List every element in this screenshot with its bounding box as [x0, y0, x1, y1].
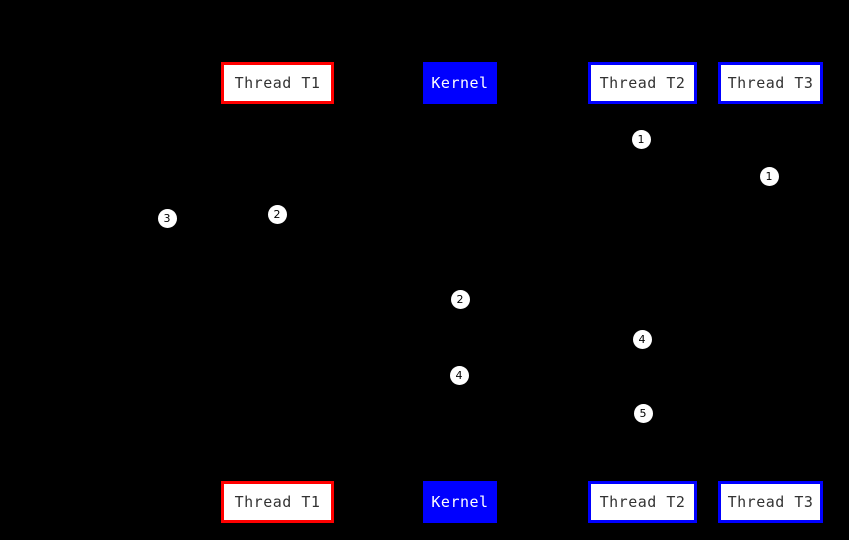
message-line-1 — [460, 160, 642, 161]
participant-label: Kernel — [431, 492, 489, 511]
participant-label: Thread T1 — [234, 73, 321, 92]
lifeline-t2 — [642, 104, 643, 481]
message-line-7 — [460, 434, 642, 435]
participant-t3-top[interactable]: Thread T3 — [718, 62, 823, 104]
message-arrowhead-5 — [453, 317, 460, 325]
participant-t3-bottom[interactable]: Thread T3 — [718, 481, 823, 523]
lifeline-t3 — [770, 104, 771, 481]
message-arrowhead-7 — [635, 431, 642, 439]
lifeline-tick-t1-bottom — [275, 477, 280, 481]
participant-t2-bottom[interactable]: Thread T2 — [588, 481, 697, 523]
step-badge-3: 3 — [157, 208, 177, 228]
step-badge-2: 1 — [759, 166, 779, 186]
lifeline-tick-t1-top — [275, 104, 280, 108]
message-line-3 — [167, 236, 277, 237]
message-line-6 — [460, 358, 642, 359]
message-arrowhead-2 — [460, 194, 467, 202]
message-arrowhead-4 — [277, 255, 284, 263]
participant-label: Thread T2 — [599, 492, 686, 511]
participant-label: Kernel — [431, 73, 489, 92]
participant-label: Thread T2 — [599, 73, 686, 92]
step-badge-5: 2 — [450, 289, 470, 309]
message-line-2 — [460, 197, 770, 198]
participant-kernel-top[interactable]: Kernel — [423, 62, 497, 104]
participant-label: Thread T1 — [234, 492, 321, 511]
step-badge-8: 5 — [633, 403, 653, 423]
participant-label: Thread T3 — [727, 73, 814, 92]
step-badge-7: 4 — [449, 365, 469, 385]
step-badge-1: 1 — [631, 129, 651, 149]
lifeline-tick-kernel-bottom — [458, 477, 463, 481]
lifeline-tick-t3-top — [768, 104, 773, 108]
lifeline-tick-t3-bottom — [768, 477, 773, 481]
lifeline-t1 — [277, 104, 278, 481]
message-arrowhead-1 — [460, 157, 467, 165]
participant-t1-top[interactable]: Thread T1 — [221, 62, 334, 104]
participant-t1-bottom[interactable]: Thread T1 — [221, 481, 334, 523]
lifeline-tick-t2-bottom — [640, 477, 645, 481]
message-line-5 — [277, 320, 460, 321]
lifeline-tick-kernel-top — [458, 104, 463, 108]
participant-t2-top[interactable]: Thread T2 — [588, 62, 697, 104]
message-line-4 — [277, 258, 460, 259]
message-arrowhead-3 — [167, 233, 174, 241]
participant-kernel-bottom[interactable]: Kernel — [423, 481, 497, 523]
step-badge-4: 2 — [267, 204, 287, 224]
participant-label: Thread T3 — [727, 492, 814, 511]
message-arrowhead-6 — [635, 355, 642, 363]
lifeline-tick-t2-top — [640, 104, 645, 108]
step-badge-6: 4 — [632, 329, 652, 349]
